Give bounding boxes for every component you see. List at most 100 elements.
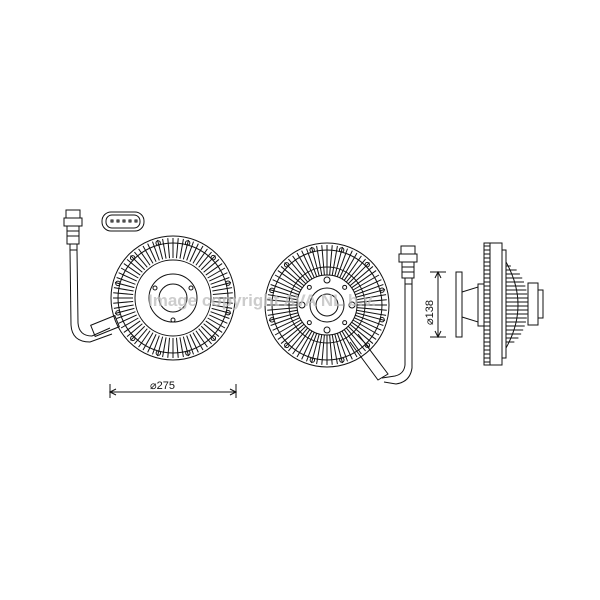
- cooling-fin: [306, 333, 318, 362]
- cooling-fin: [175, 238, 179, 259]
- hub-hole: [152, 285, 158, 291]
- connector-pin: [110, 219, 114, 223]
- cooling-fin: [267, 307, 298, 311]
- cooling-fin: [351, 270, 377, 289]
- bolt-hole: [184, 240, 191, 246]
- cooling-fin: [186, 241, 194, 261]
- cooling-fin: [331, 245, 338, 276]
- cooling-fin: [352, 319, 380, 336]
- cooling-fin: [209, 314, 228, 324]
- bolt-hole: [115, 310, 121, 316]
- cooling-fin: [156, 336, 164, 357]
- bolt-hole: [269, 317, 275, 323]
- cooling-fin: [114, 307, 135, 315]
- cooling-fin: [120, 267, 139, 279]
- hub-hole: [342, 284, 348, 290]
- cooling-fin: [270, 284, 299, 296]
- cooling-fin: [343, 329, 362, 355]
- cable-sleeve-left: [90, 314, 120, 338]
- cooling-fin: [349, 266, 374, 287]
- cooling-fin: [142, 332, 154, 351]
- cooling-fin: [147, 334, 157, 353]
- bolt-hole: [225, 280, 231, 286]
- cooling-fin: [116, 311, 136, 319]
- cooling-fin: [113, 287, 134, 292]
- hub-hole: [170, 317, 176, 323]
- bolt-hole: [309, 247, 315, 253]
- cooling-fin: [270, 314, 299, 326]
- cooling-fin: [301, 250, 315, 279]
- cooling-fin: [113, 292, 134, 296]
- hub-hole: [323, 276, 331, 284]
- cooling-fin: [353, 317, 382, 331]
- side-view-fan-clutch: [455, 242, 544, 366]
- cable-right: [381, 284, 413, 385]
- outer-ring: [264, 242, 390, 368]
- cooling-fin: [182, 239, 190, 260]
- cooling-fin: [356, 294, 387, 301]
- bolt-hole: [115, 280, 121, 287]
- bolt-hole: [364, 342, 371, 348]
- cooling-fin: [352, 274, 380, 291]
- cooling-fin: [138, 248, 151, 266]
- cooling-fin: [198, 328, 212, 345]
- cooling-fin: [138, 330, 151, 348]
- cooling-fin: [162, 238, 167, 259]
- cooling-fin: [123, 263, 141, 276]
- cooling-fin: [192, 332, 204, 351]
- cooling-fin: [134, 328, 148, 345]
- cooling-fin: [209, 272, 228, 282]
- cooling-fin: [316, 334, 323, 365]
- cooling-fin: [113, 304, 134, 309]
- cooling-fin: [186, 335, 194, 355]
- cooling-fin: [356, 309, 387, 316]
- cooling-fin: [195, 330, 208, 348]
- cooling-fin: [274, 319, 302, 336]
- connector-pin: [128, 219, 132, 223]
- cooling-fin: [267, 309, 298, 316]
- front-view-fan-clutch: [110, 235, 236, 361]
- cable-left: [69, 249, 113, 343]
- cooling-fin: [341, 252, 358, 280]
- cooling-fin: [200, 325, 216, 341]
- bolt-hole: [155, 350, 162, 356]
- cooling-fin: [280, 266, 305, 287]
- cooling-fin: [272, 317, 301, 331]
- cooling-fin: [292, 329, 311, 355]
- cooling-fin: [212, 300, 233, 304]
- connector-plug-left: [63, 209, 83, 251]
- inner-ring: [134, 259, 212, 337]
- cooling-fin: [212, 292, 233, 296]
- cooling-fin: [142, 245, 154, 264]
- cooling-fin: [292, 255, 311, 281]
- hub-hole: [188, 285, 194, 291]
- cooling-fin: [203, 323, 220, 337]
- hub-hole: [342, 320, 348, 326]
- cooling-fin: [118, 314, 137, 324]
- cooling-fin: [189, 334, 199, 353]
- cooling-fin: [210, 277, 230, 285]
- connector-pin: [134, 219, 138, 223]
- cooling-fin: [356, 307, 387, 311]
- cooling-fin: [123, 320, 141, 333]
- cooling-fin: [341, 330, 358, 358]
- cooling-fin: [152, 335, 160, 355]
- cooling-fin: [167, 238, 171, 259]
- hub-bore: [158, 283, 188, 313]
- cooling-fin: [114, 281, 135, 289]
- bolt-hole: [364, 261, 370, 268]
- cooling-fin: [179, 337, 184, 358]
- cooling-fin: [345, 327, 366, 352]
- bolt-hole: [379, 287, 385, 293]
- hub-hole: [298, 301, 306, 309]
- hub-hole: [306, 284, 312, 290]
- rear-view-fan-clutch: [264, 242, 390, 368]
- cooling-fin: [284, 262, 307, 285]
- cooling-fin: [167, 337, 171, 358]
- cooling-fin: [329, 245, 333, 276]
- cooling-fin: [288, 258, 309, 283]
- cooling-fin: [316, 245, 323, 276]
- hub-boss: [309, 287, 345, 323]
